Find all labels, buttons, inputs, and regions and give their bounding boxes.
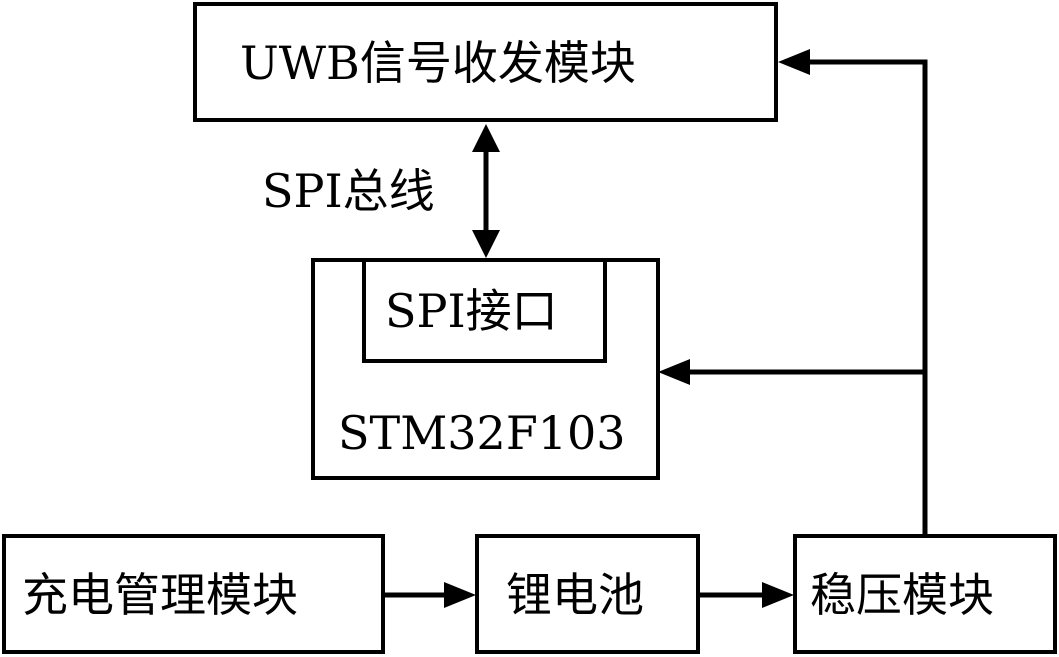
uwb-module-block: [193, 2, 778, 122]
charge-to-battery-arrowhead: [444, 582, 476, 608]
regulator-power-line: [808, 59, 928, 536]
spi-bus-arrow-down: [472, 230, 500, 258]
mcu-label: STM32F103: [338, 406, 626, 460]
spi-bus-arrow-up: [472, 124, 500, 152]
spi-interface-block: [362, 258, 607, 363]
spi-bus-label: SPI总线: [262, 164, 435, 218]
charge-management-label: 充电管理模块: [22, 568, 298, 622]
charge-management-block: [2, 534, 385, 654]
regulator-block: [793, 534, 1057, 654]
regulator-to-mcu-arrowhead: [658, 359, 690, 385]
spi-interface-label: SPI接口: [385, 284, 558, 338]
battery-to-regulator-arrowhead: [762, 582, 794, 608]
regulator-to-uwb-arrowhead: [778, 49, 810, 75]
uwb-module-label: UWB信号收发模块: [240, 36, 636, 90]
regulator-label: 稳压模块: [810, 568, 994, 622]
battery-label: 锂电池: [506, 568, 644, 622]
battery-block: [475, 534, 700, 654]
